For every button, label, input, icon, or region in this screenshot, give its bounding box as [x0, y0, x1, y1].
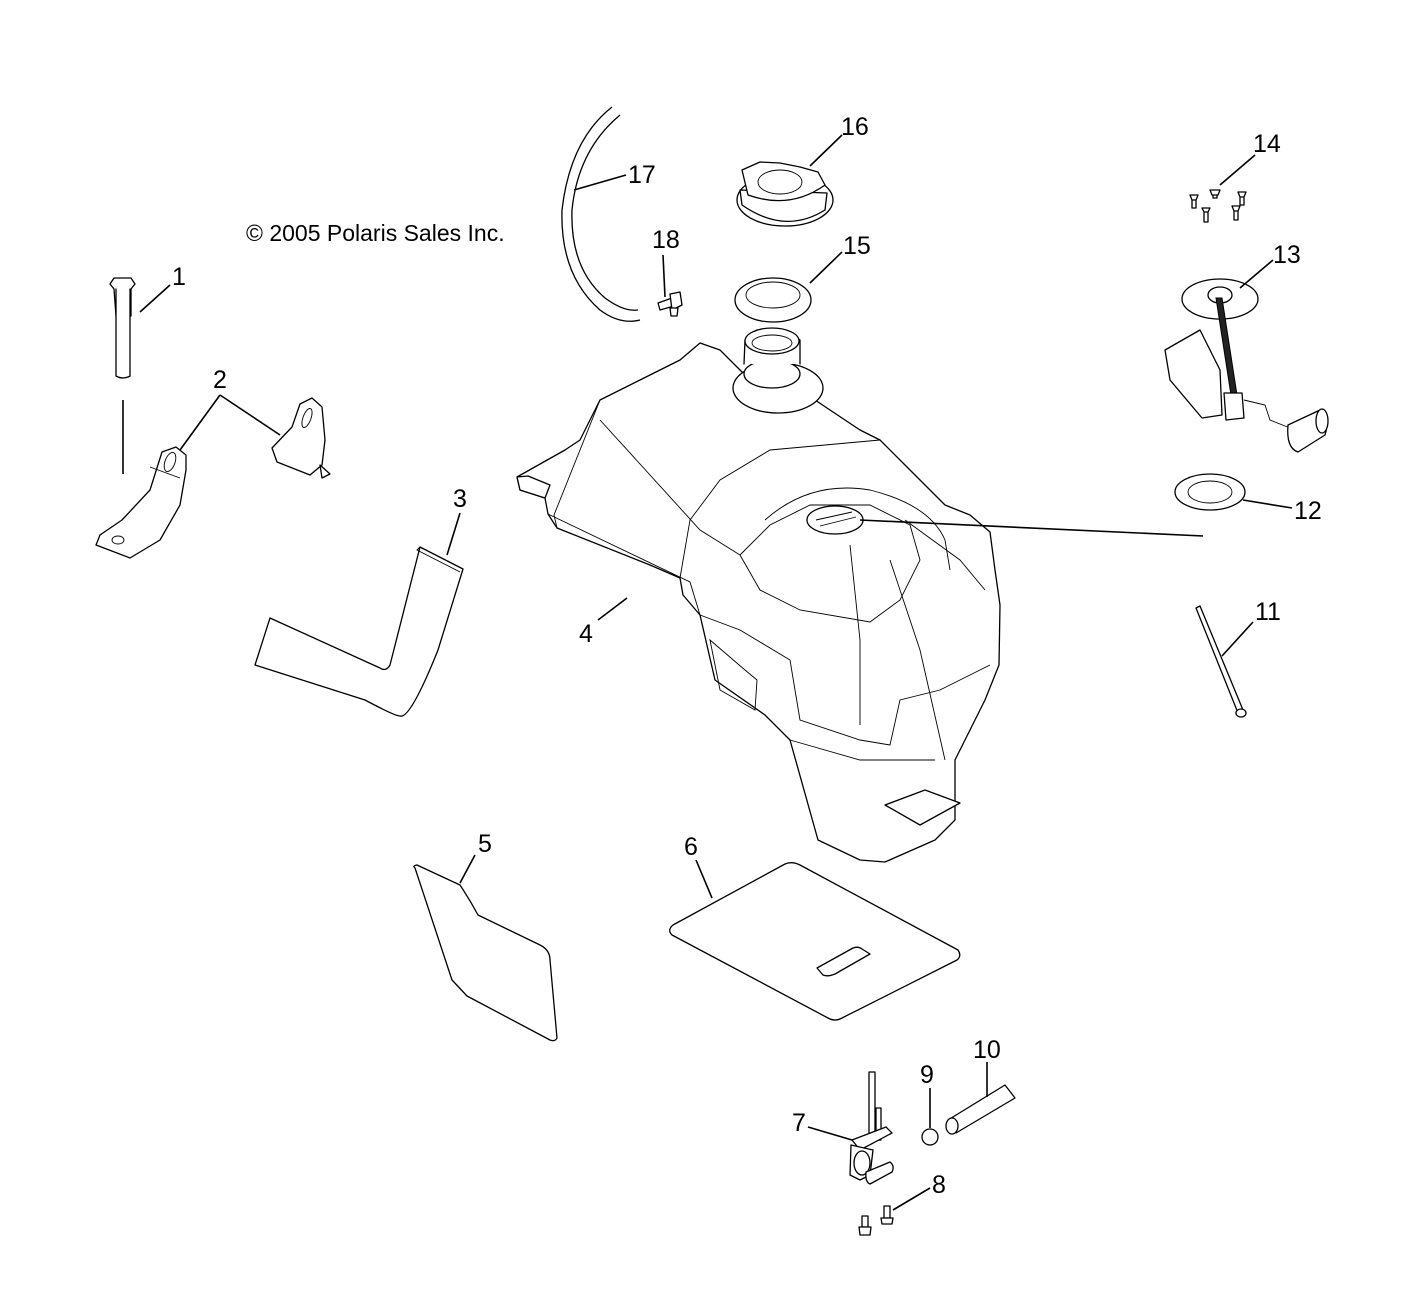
part-2-brackets[interactable]	[95, 397, 331, 559]
part-1-bolt[interactable]	[109, 277, 136, 474]
leader-11	[1221, 621, 1254, 657]
callout-1[interactable]: 1	[172, 263, 186, 291]
part-8-screws[interactable]	[858, 1205, 894, 1236]
part-17-vent-hose[interactable]	[561, 106, 641, 322]
callout-11[interactable]: 11	[1255, 598, 1281, 626]
leader-16	[809, 134, 843, 167]
copyright-text: © 2005 Polaris Sales Inc.	[246, 220, 505, 246]
part-15-cap-gasket[interactable]	[734, 277, 812, 323]
callout-16[interactable]: 16	[841, 113, 869, 141]
leader-17	[573, 174, 627, 191]
callout-12[interactable]: 12	[1294, 497, 1322, 525]
callout-18[interactable]: 18	[652, 226, 680, 254]
callout-2[interactable]: 2	[213, 366, 227, 394]
callout-6[interactable]: 6	[684, 833, 698, 861]
callout-5[interactable]: 5	[478, 830, 492, 858]
leader-1	[139, 284, 171, 313]
callout-8[interactable]: 8	[932, 1171, 946, 1199]
part-12-gasket[interactable]	[1174, 473, 1246, 511]
leader-3	[446, 512, 461, 556]
leader-5	[459, 854, 476, 884]
leader-6	[695, 859, 713, 899]
part-5-pad[interactable]	[413, 864, 558, 1042]
leader-tank-to-sender	[859, 519, 1204, 537]
leader-4	[597, 597, 628, 621]
part-14-screws[interactable]	[1189, 189, 1247, 223]
callout-15[interactable]: 15	[843, 232, 871, 260]
part-11-long-bolt[interactable]	[1195, 605, 1247, 718]
part-13-fuel-sender[interactable]	[1164, 278, 1329, 453]
part-9-clamp[interactable]	[921, 1128, 939, 1146]
callout-14[interactable]: 14	[1253, 130, 1281, 158]
callout-3[interactable]: 3	[453, 485, 467, 513]
callout-17[interactable]: 17	[628, 161, 656, 189]
leader-7	[807, 1126, 853, 1141]
part-10-fuel-line[interactable]	[945, 1084, 1016, 1135]
part-6-tank-pad[interactable]	[669, 862, 961, 1021]
callout-7[interactable]: 7	[792, 1109, 806, 1137]
leader-12	[1242, 499, 1293, 509]
callout-4[interactable]: 4	[579, 620, 593, 648]
leader-2b	[219, 394, 281, 436]
leader-14	[1219, 154, 1256, 186]
leader-13	[1239, 259, 1274, 289]
part-16-fuel-cap[interactable]	[736, 161, 834, 227]
part-3-foam-strip[interactable]	[254, 546, 464, 717]
leader-18	[662, 254, 666, 298]
callout-9[interactable]: 9	[920, 1061, 934, 1089]
part-7-petcock[interactable]	[849, 1071, 894, 1185]
callout-10[interactable]: 10	[973, 1036, 1001, 1064]
part-4-fuel-tank[interactable]	[516, 327, 1001, 863]
leader-2a	[179, 394, 221, 451]
leader-8	[892, 1187, 931, 1211]
leader-15	[809, 251, 843, 284]
callout-13[interactable]: 13	[1273, 241, 1301, 269]
part-18-vent-fitting[interactable]	[657, 291, 683, 317]
